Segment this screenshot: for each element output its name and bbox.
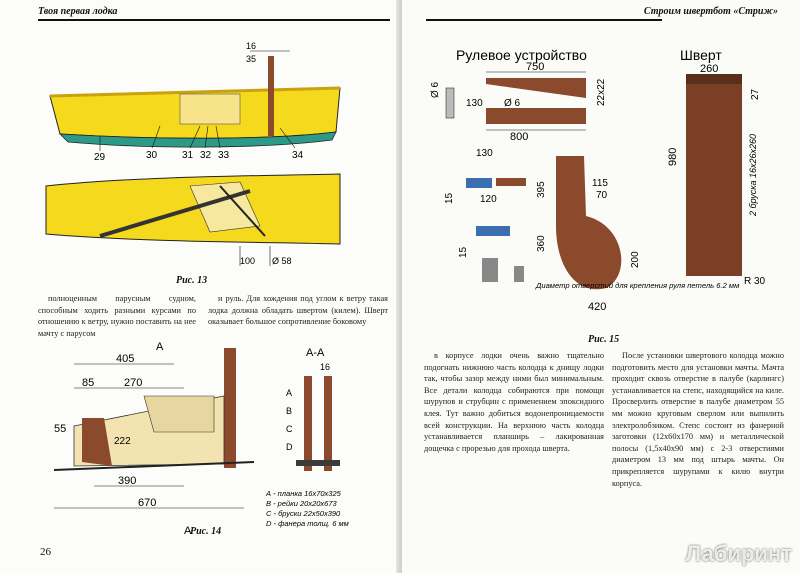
fig13-label-diameter: Ø 58 [272, 256, 292, 266]
fig14-dim-670: 670 [138, 497, 156, 509]
rudder-dim-800: 800 [510, 131, 528, 143]
fig14-dim-270: 270 [124, 377, 142, 389]
rudder-dim-22x22: 22x22 [596, 78, 607, 106]
rudder-dim-d6-mid: Ø 6 [504, 98, 521, 109]
shvert-dim-260: 260 [700, 63, 718, 75]
right-col-b-text: После установки швертового колодца можно… [612, 350, 784, 489]
rudder-dim-d6-top: Ø 6 [430, 81, 441, 98]
left-col1-paragraph: полноценным парусным судном, способным х… [38, 294, 196, 338]
fig14-legend-a: А - планка 16х70х325 [265, 489, 342, 498]
fig14-dim-405: 405 [116, 353, 134, 365]
right-col-a-text: в корпусе лодки очень важно тщательно по… [424, 350, 604, 454]
rudder-dim-130-a: 130 [466, 98, 483, 109]
shvert-dim-27: 27 [750, 88, 761, 100]
fig14-dim-390: 390 [118, 475, 136, 487]
rudder-dim-420: 420 [588, 301, 606, 313]
right-header-rule [426, 19, 662, 21]
fig14-dim-222: 222 [114, 436, 131, 447]
shvert-title: Шверт [680, 47, 722, 63]
fig13-label-35: 35 [246, 54, 256, 64]
fig14-section-a-top: А [156, 341, 164, 353]
fig13-label-100: 100 [240, 256, 255, 266]
fig13-caption: Рис. 13 [176, 275, 208, 286]
watermark-logo: Лабиринт [685, 541, 792, 566]
left-running-header: Твоя первая лодка [38, 6, 118, 17]
rudder-dim-130-b: 130 [476, 148, 493, 159]
fig13-label-29: 29 [94, 152, 106, 163]
book-gutter [396, 0, 406, 573]
shvert-dim-r30: R 30 [744, 276, 766, 287]
fig13-label-34: 34 [292, 150, 304, 161]
right-col-a-paragraph: в корпусе лодки очень важно тщательно по… [424, 351, 604, 453]
fig14-dim-85: 85 [82, 377, 94, 389]
fig14-section-c: С [286, 424, 293, 434]
left-col2-paragraph: и руль. Для хождения под углом к ветру т… [208, 294, 388, 327]
rudder-dim-200: 200 [630, 251, 641, 268]
rudder-title: Рулевое устройство [456, 47, 587, 63]
rudder-dim-395: 395 [536, 181, 547, 198]
fig14-legend-c: С - бруски 22х50х390 [266, 509, 341, 518]
fig13-label-32: 32 [200, 150, 212, 161]
left-col1-text: полноценным парусным судном, способным х… [38, 293, 196, 339]
fig13-label-33: 33 [218, 150, 230, 161]
fig14-section-b: В [286, 406, 292, 416]
fig14-section-d: D [286, 442, 293, 452]
left-header-rule [38, 19, 390, 21]
figure-13: 16 35 29 30 31 32 33 34 100 Ø 58 [45, 41, 341, 266]
right-running-header: Строим швертбот «Стриж» [643, 6, 778, 17]
figure-15: Рулевое устройство 750 22x22 Ø 6 130 Ø 6… [430, 47, 766, 313]
right-page: Строим швертбот «Стриж» Рулевое устройст… [402, 0, 800, 573]
right-col-b-paragraph: После установки швертового колодца можно… [612, 351, 784, 488]
fig14-section-a-bottom: А [184, 525, 192, 537]
shvert-bars-note: 2 бруска 16х26х260 [748, 134, 758, 217]
fig13-label-31: 31 [182, 150, 194, 161]
rudder-dim-750: 750 [526, 61, 544, 73]
rudder-dim-15-a: 15 [444, 192, 455, 204]
fig14-section-a: А [286, 388, 292, 398]
rudder-dim-15-b: 15 [458, 246, 469, 258]
fig14-dim-55: 55 [54, 423, 66, 435]
left-page: Твоя первая лодка 16 35 29 30 31 32 33 [38, 6, 390, 558]
rudder-dim-360: 360 [536, 235, 547, 252]
figure-14: 405 85 270 55 222 390 670 А А А-А 16 А В… [53, 341, 349, 537]
rudder-hole-note: Диаметр отверстий для крепления руля пет… [535, 281, 740, 290]
fig14-section-16: 16 [320, 362, 330, 372]
rudder-dim-115: 115 [592, 178, 608, 189]
rudder-dim-120: 120 [480, 194, 497, 205]
left-page-number: 26 [40, 546, 51, 558]
left-col2-text: и руль. Для хождения под углом к ветру т… [208, 293, 388, 328]
fig14-section-title: А-А [306, 347, 325, 359]
fig14-caption: Рис. 14 [190, 526, 222, 537]
fig13-label-16: 16 [246, 41, 256, 51]
shvert-dim-980: 980 [667, 148, 679, 166]
fig13-label-30: 30 [146, 150, 158, 161]
fig14-legend-b: В - рейки 20х20х673 [266, 499, 338, 508]
rudder-dim-70: 70 [596, 190, 608, 201]
fig14-legend-d: D - фанера толщ. 6 мм [266, 519, 349, 528]
fig15-caption: Рис. 15 [588, 334, 620, 345]
